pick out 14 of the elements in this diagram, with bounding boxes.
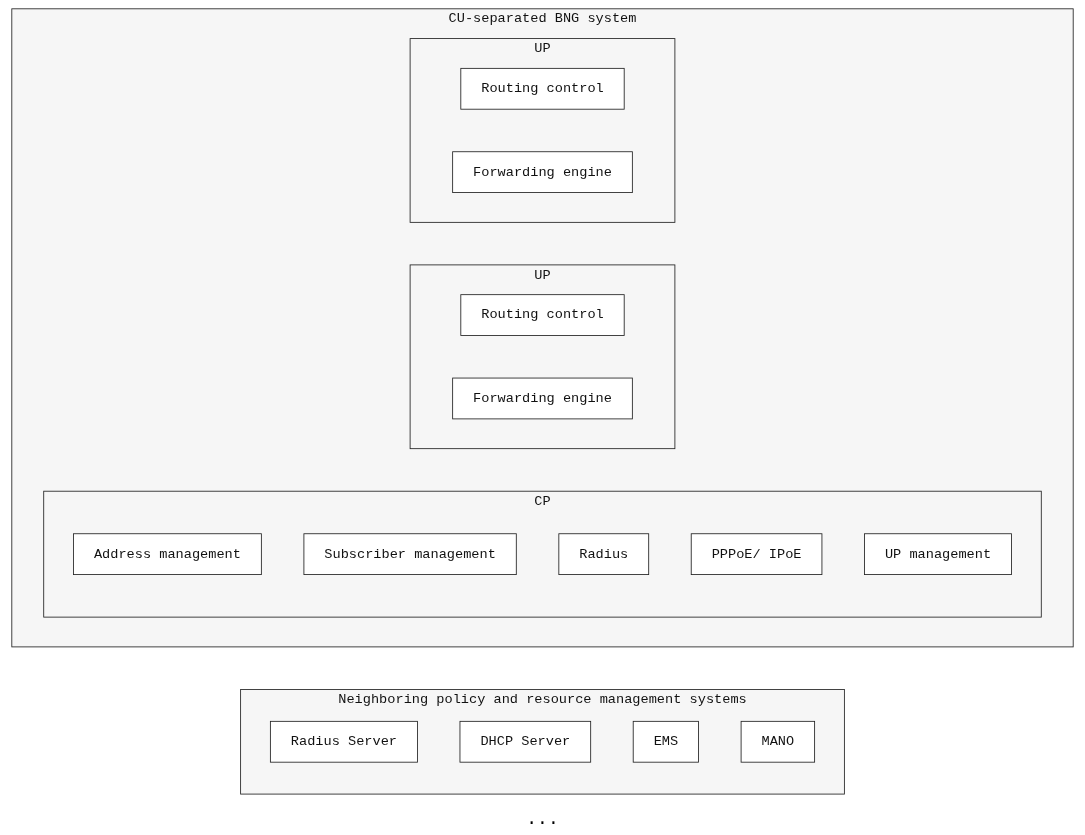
ellipsis-note: ... bbox=[526, 809, 559, 829]
node-box: Radius Server bbox=[269, 720, 418, 763]
node-box: EMS bbox=[632, 720, 699, 763]
node-box: Forwarding engine bbox=[452, 151, 633, 194]
node-box: PPPoE/ IPoE bbox=[690, 533, 823, 576]
node-box: Address management bbox=[73, 533, 262, 576]
node-box: DHCP Server bbox=[459, 720, 592, 763]
node-box: Radius bbox=[558, 533, 650, 576]
node-box: Routing control bbox=[460, 68, 625, 110]
node-box: MANO bbox=[740, 720, 816, 763]
node-box: UP management bbox=[864, 533, 1012, 576]
node-box: Subscriber management bbox=[303, 533, 517, 576]
node-box: Routing control bbox=[460, 294, 625, 336]
node-box: Forwarding engine bbox=[452, 377, 633, 420]
